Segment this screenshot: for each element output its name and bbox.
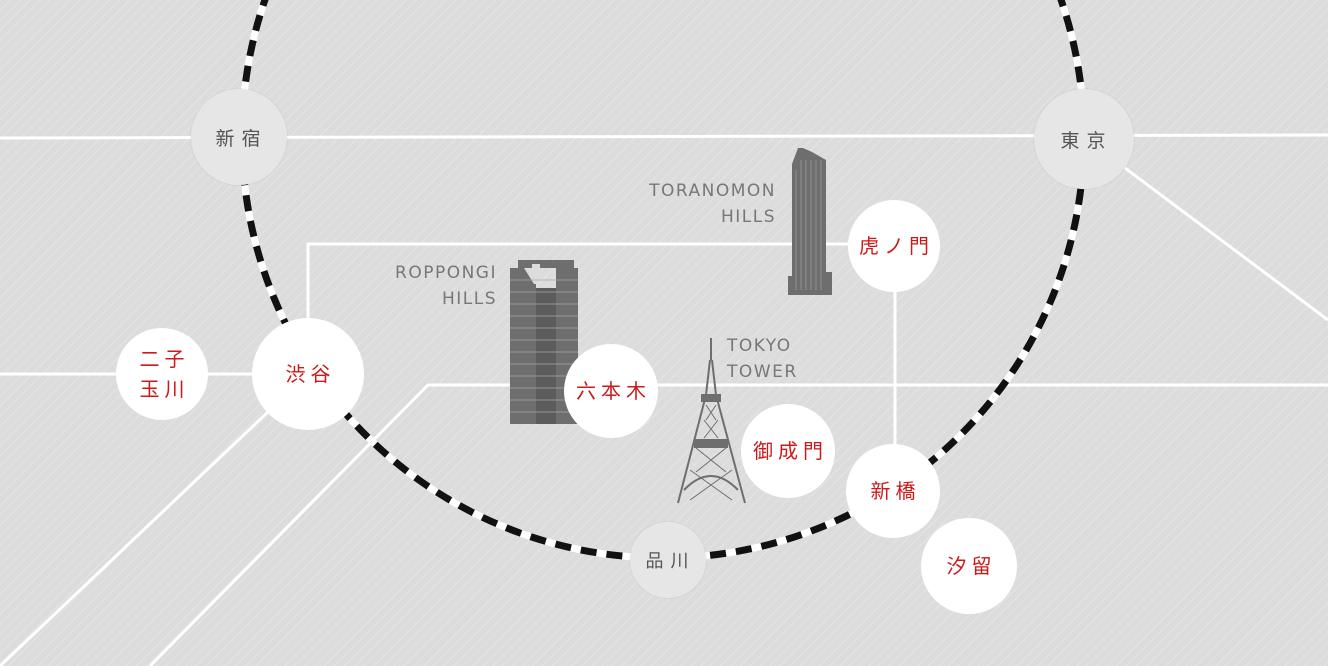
station-shinjuku[interactable]: 新宿 xyxy=(191,89,287,185)
roppongi-hills-label-line1: ROPPONGI xyxy=(395,263,497,283)
loop-line-dashes xyxy=(238,0,1088,562)
rail-line-south xyxy=(0,372,310,666)
station-shiodome[interactable]: 汐留 xyxy=(921,518,1017,614)
station-toranomon[interactable]: 虎ノ門 xyxy=(848,200,940,292)
rail-line-southwest xyxy=(148,383,1328,666)
station-futakotamagawa[interactable]: 二子 玉川 xyxy=(116,328,208,420)
toranomon-hills-building-icon xyxy=(788,148,832,295)
station-shiodome-label: 汐留 xyxy=(946,554,997,578)
station-shinjuku-label: 新宿 xyxy=(215,127,268,150)
roppongi-hills-label: ROPPONGI HILLS xyxy=(380,260,497,312)
station-shibuya[interactable]: 渋谷 xyxy=(252,318,364,430)
station-shimbashi[interactable]: 新橋 xyxy=(846,444,940,538)
station-futakotamagawa-line2: 玉川 xyxy=(139,377,190,401)
loop-line-base xyxy=(238,0,1088,562)
rail-line-northeast xyxy=(1084,136,1328,322)
toranomon-hills-label-line1: TORANOMON xyxy=(649,181,776,201)
station-roppongi-label: 六本木 xyxy=(576,379,651,403)
station-onarimon-label: 御成門 xyxy=(753,439,828,463)
tokyo-tower-label-line1: TOKYO xyxy=(727,336,792,356)
tokyo-tower-icon xyxy=(677,338,746,504)
station-tokyo-label: 東京 xyxy=(1060,129,1113,152)
roppongi-hills-label-line2: HILLS xyxy=(441,289,497,309)
station-tokyo[interactable]: 東京 xyxy=(1034,89,1134,189)
station-shimbashi-label: 新橋 xyxy=(870,479,921,503)
station-futakotamagawa-line1: 二子 xyxy=(139,347,190,371)
station-toranomon-label: 虎ノ門 xyxy=(859,234,934,258)
toranomon-hills-label-line2: HILLS xyxy=(720,207,776,227)
toranomon-hills-label: TORANOMON HILLS xyxy=(630,178,776,230)
rail-line-toranomon xyxy=(306,242,897,490)
tokyo-tower-label-line2: TOWER xyxy=(727,362,798,382)
station-shinagawa[interactable]: 品川 xyxy=(630,522,706,598)
station-onarimon[interactable]: 御成門 xyxy=(741,404,835,498)
tokyo-tower-label: TOKYO TOWER xyxy=(727,333,798,385)
station-roppongi[interactable]: 六本木 xyxy=(564,344,658,438)
station-shibuya-label: 渋谷 xyxy=(285,362,336,386)
station-shinagawa-label: 品川 xyxy=(645,551,696,572)
station-futakotamagawa-label: 二子 玉川 xyxy=(135,344,190,404)
